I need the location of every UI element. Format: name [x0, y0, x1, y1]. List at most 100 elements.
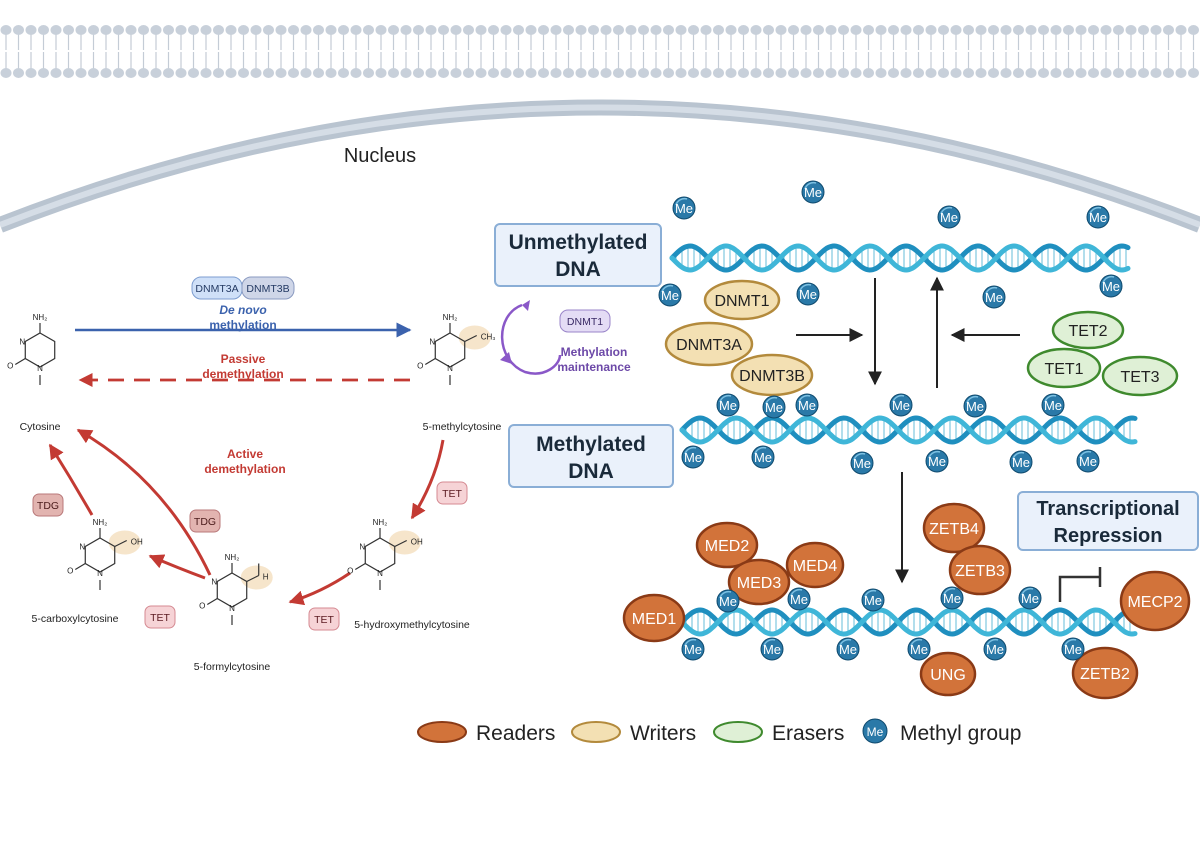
- denovo-enzymes: DNMT3A DNMT3B: [191, 276, 295, 300]
- svg-text:TET: TET: [150, 612, 170, 624]
- svg-text:Me: Me: [790, 592, 808, 607]
- svg-text:Me: Me: [867, 725, 884, 739]
- methyl-group-icon: Me: [801, 180, 825, 204]
- methyl-group-icon: Me: [1076, 449, 1100, 473]
- tdg-arrow-5cac-to-cytosine: [48, 443, 94, 516]
- tet-arrow-5fc-to-5cac: [148, 554, 206, 580]
- tet-arrow-5mc-to-5hmc: [410, 439, 445, 520]
- methylated-dna-box: Methylated DNA: [508, 424, 674, 488]
- svg-text:Me: Me: [798, 398, 816, 413]
- oxygen-label: O: [7, 362, 13, 371]
- methyl-group-icon: Me: [1099, 274, 1123, 298]
- denovo-label-line1: De novo: [219, 303, 266, 317]
- svg-text:Me: Me: [804, 185, 822, 200]
- methyl-group-icon: Me: [861, 588, 885, 612]
- methyl-group-icon: Me: [937, 205, 961, 229]
- methyl-group-icon: Me: [889, 393, 913, 417]
- methyl-group-icon: Me: [796, 282, 820, 306]
- svg-text:ZETB4: ZETB4: [929, 521, 979, 538]
- nitrogen-label: N: [447, 364, 453, 373]
- unmethylated-dna-box: Unmethylated DNA: [494, 223, 662, 287]
- svg-text:MED3: MED3: [737, 575, 782, 592]
- substituent-label: H: [263, 573, 269, 582]
- svg-text:Me: Me: [943, 591, 961, 606]
- svg-text:Me: Me: [928, 454, 946, 469]
- molecule-label: 5-hydroxymethylcytosine: [354, 619, 470, 631]
- svg-text:Me: Me: [763, 642, 781, 657]
- enzyme-dnmt3b-label: DNMT3B: [246, 283, 289, 295]
- methyl-group-icon: Me: [982, 285, 1006, 309]
- maintenance-enzyme-badge: [559, 309, 611, 333]
- right-panel: Unmethylated DNA Methylated DNA Transcri…: [494, 180, 1199, 700]
- tet-badge: TET: [144, 605, 176, 629]
- eraser-tet2: TET2: [1051, 310, 1125, 350]
- svg-text:Me: Me: [1079, 454, 1097, 469]
- svg-text:DNMT1: DNMT1: [714, 293, 769, 310]
- substituent-label: CH₃: [481, 333, 496, 342]
- writer-dnmt3b: DNMT3B: [730, 353, 814, 397]
- methyl-group-icon: Me: [658, 283, 682, 307]
- svg-text:Repression: Repression: [1054, 525, 1163, 547]
- tet-arrow-5hmc-to-5fc: [288, 571, 351, 606]
- svg-text:Me: Me: [754, 450, 772, 465]
- legend-readers-swatch: [417, 721, 467, 743]
- nitrogen-label: N: [19, 338, 25, 347]
- substituent-label: OH: [411, 538, 423, 547]
- reader-med3: MED3: [727, 558, 791, 606]
- writer-dnmt1: DNMT1: [703, 279, 781, 321]
- svg-text:TDG: TDG: [37, 500, 59, 512]
- nuclear-envelope: [0, 99, 1200, 233]
- cell-membrane: [0, 20, 1200, 82]
- svg-text:MED2: MED2: [705, 538, 750, 555]
- molecule-label: 5-formylcytosine: [194, 661, 271, 673]
- svg-text:ZETB2: ZETB2: [1080, 666, 1130, 683]
- denovo-label-line2: methylation: [209, 318, 276, 332]
- svg-text:MECP2: MECP2: [1127, 594, 1182, 611]
- svg-text:TET1: TET1: [1044, 361, 1083, 378]
- methyl-group-icon: Me: [681, 637, 705, 661]
- svg-text:Unmethylated: Unmethylated: [509, 231, 648, 254]
- reader-zetb2: ZETB2: [1071, 646, 1139, 700]
- nitrogen-label: N: [211, 578, 217, 587]
- maintenance-enzyme-label: DNMT1: [567, 316, 603, 328]
- svg-text:MED1: MED1: [632, 611, 677, 628]
- amino-group-label: NH₂: [33, 313, 48, 322]
- svg-text:Me: Me: [1044, 398, 1062, 413]
- svg-text:Me: Me: [719, 398, 737, 413]
- oxygen-label: O: [199, 602, 205, 611]
- svg-text:Me: Me: [839, 642, 857, 657]
- nitrogen-label: N: [79, 543, 85, 552]
- svg-text:Transcriptional: Transcriptional: [1036, 498, 1179, 520]
- svg-text:Me: Me: [799, 287, 817, 302]
- svg-text:Me: Me: [1021, 591, 1039, 606]
- legend-erasers-swatch: [713, 721, 763, 743]
- svg-text:Me: Me: [864, 593, 882, 608]
- amino-group-label: NH₂: [373, 518, 388, 527]
- active-label-line1: Active: [227, 447, 263, 461]
- svg-text:Me: Me: [1089, 210, 1107, 225]
- svg-text:Me: Me: [853, 456, 871, 471]
- legend: Readers Writers Erasers Me Methyl group: [417, 718, 1021, 745]
- methyl-group-icon: Me: [1061, 637, 1085, 661]
- methyl-group-icon: Me: [1018, 586, 1042, 610]
- nitrogen-label: N: [359, 543, 365, 552]
- molecule-label: 5-methylcytosine: [423, 421, 502, 433]
- svg-text:TET: TET: [314, 614, 334, 626]
- methyl-group-icon: Me: [681, 445, 705, 469]
- maintenance-arrow: [500, 303, 562, 375]
- svg-text:TET2: TET2: [1068, 323, 1107, 340]
- tdg-arrow-5fc-to-cytosine: [76, 428, 212, 576]
- svg-text:DNMT3A: DNMT3A: [676, 337, 742, 354]
- svg-text:Me: Me: [684, 642, 702, 657]
- oxygen-label: O: [67, 567, 73, 576]
- reader-ung: UNG: [919, 651, 977, 697]
- svg-text:Me: Me: [765, 400, 783, 415]
- reader-med2: MED2: [695, 521, 759, 569]
- molecule-label: 5-carboxylcytosine: [32, 613, 119, 625]
- tet-badge: TET: [436, 481, 468, 505]
- methyl-group-icon: Me: [963, 394, 987, 418]
